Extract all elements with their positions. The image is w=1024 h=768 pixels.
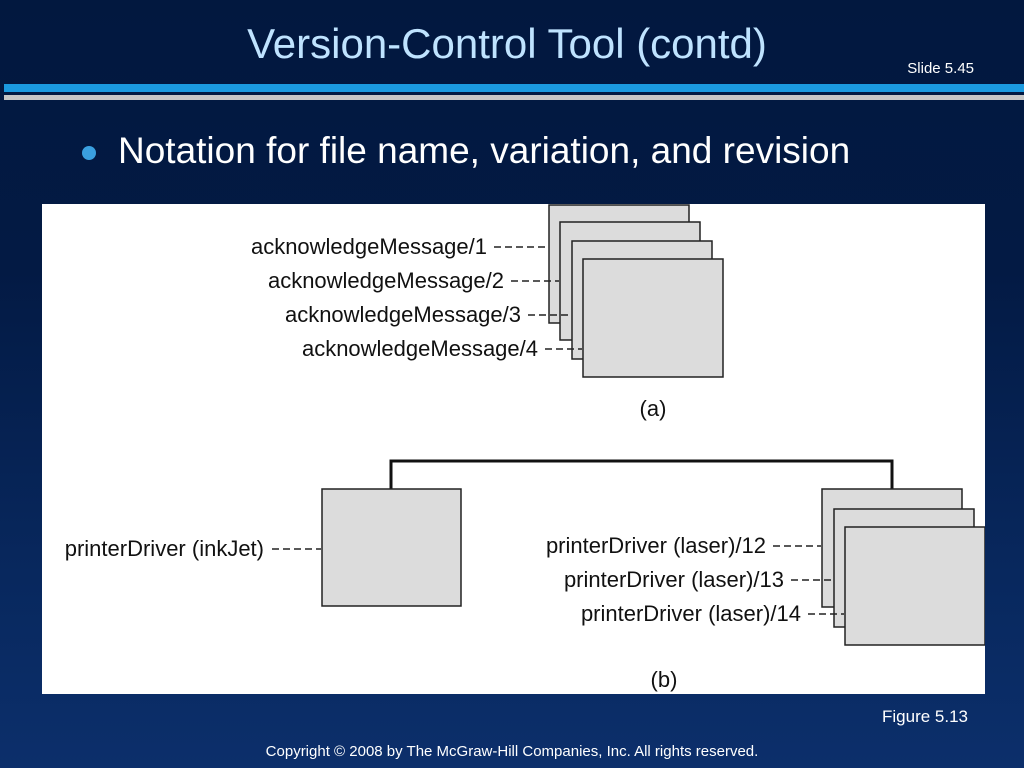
variation-tree [389,459,894,491]
laser-label-13: printerDriver (laser)/13 [564,567,784,592]
slide-number: Slide 5.45 [907,60,974,77]
slide-title: Version-Control Tool (contd) [247,20,767,67]
laser-label-14: printerDriver (laser)/14 [581,601,801,626]
title-rule-blue [4,84,1024,92]
laser-label-12: printerDriver (laser)/12 [546,533,766,558]
revision-label-1: acknowledgeMessage/1 [251,234,487,259]
title-rule-gray [4,95,1024,100]
caption-a: (a) [640,396,667,421]
laser-box-14 [844,526,985,646]
bullet-icon [82,146,96,160]
caption-b: (b) [651,667,678,692]
figure-diagram: acknowledgeMessage/1 acknowledgeMessage/… [65,204,985,692]
revision-label-3: acknowledgeMessage/3 [285,302,521,327]
figure-panel: acknowledgeMessage/1 acknowledgeMessage/… [42,204,985,694]
leaders-a [494,246,582,350]
copyright-notice: Copyright © 2008 by The McGraw-Hill Comp… [265,743,759,760]
leaders-b [773,545,844,615]
stack-b [821,488,985,646]
revision-label-4: acknowledgeMessage/4 [302,336,538,361]
variation-label-inkjet: printerDriver (inkJet) [65,536,264,561]
figure-label: Figure 5.13 [882,707,968,726]
revision-label-2: acknowledgeMessage/2 [268,268,504,293]
bullet-text: Notation for file name, variation, and r… [118,130,851,171]
stack-a [548,204,724,378]
variation-box-inkjet [321,488,462,607]
revision-box-4 [582,258,724,378]
